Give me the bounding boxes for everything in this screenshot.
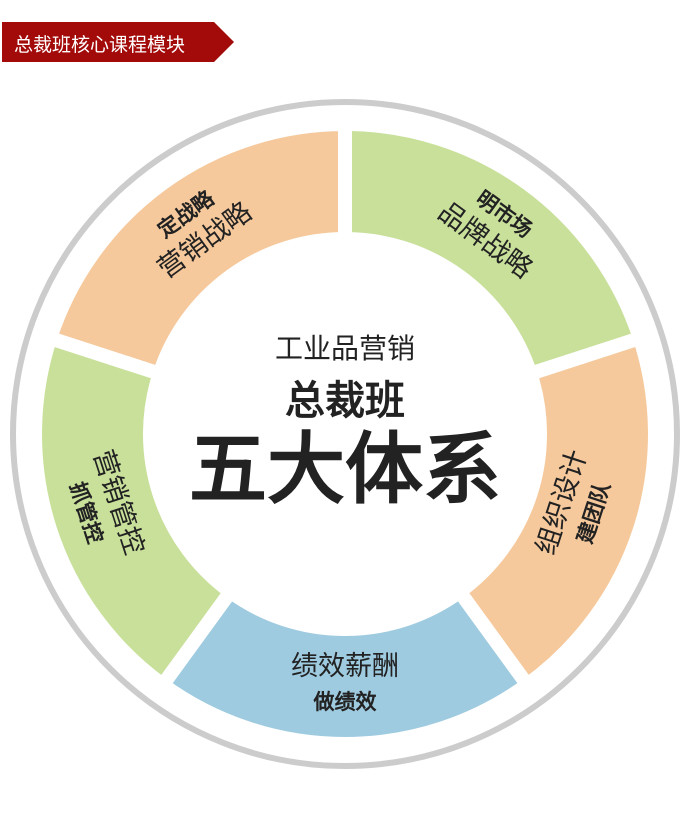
segment-2-sector [338, 116, 649, 383]
segment-4-bold-label: 做绩效 [313, 690, 377, 714]
section-banner: 总裁班核心课程模块 [2, 22, 234, 62]
segment-1-sector [41, 116, 352, 383]
center-subtitle: 工业品营销 [275, 332, 415, 365]
outer-ring [10, 99, 680, 769]
segment-3-sector [449, 329, 662, 695]
segment-5-sector [28, 329, 241, 695]
center-title: 总裁班 [285, 378, 405, 424]
segment-4-label: 绩效薪酬 [291, 651, 399, 682]
banner-arrow-shape [2, 22, 234, 62]
banner-title: 总裁班核心课程模块 [14, 34, 186, 56]
center-headline: 五大体系 [189, 425, 501, 515]
segment-4-sector [153, 581, 537, 751]
